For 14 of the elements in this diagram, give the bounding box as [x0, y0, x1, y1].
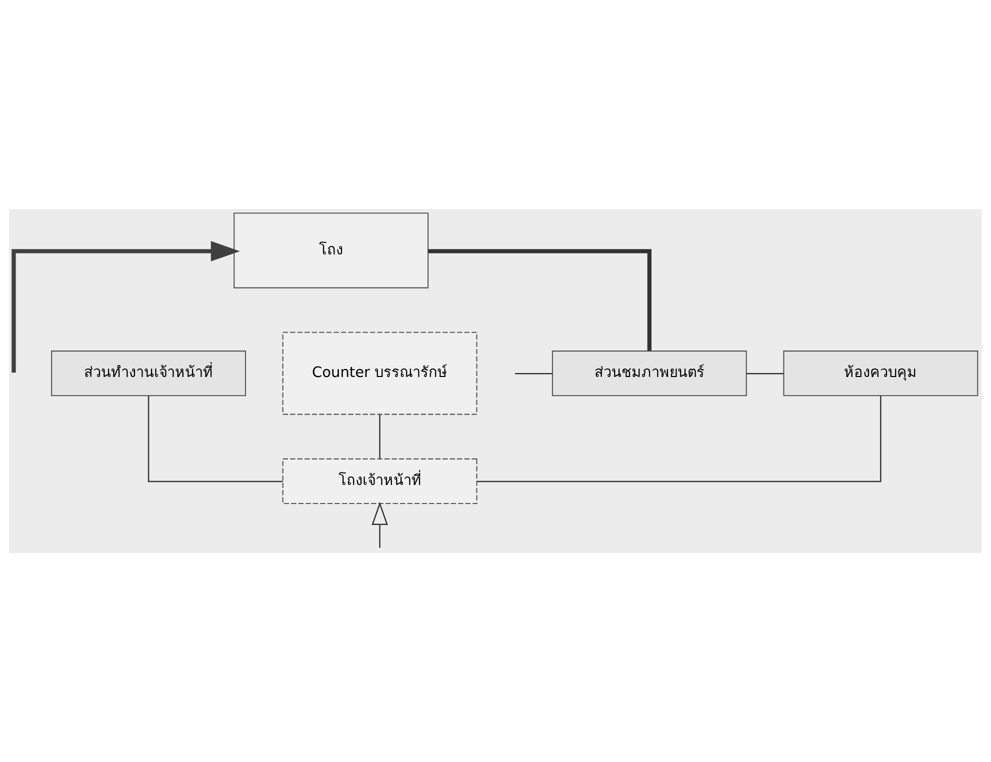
node-box: ห้องควบคุม — [783, 350, 978, 396]
connector — [379, 414, 380, 459]
node-box: ส่วนทำงานเจ้าหน้าที่ — [51, 350, 246, 396]
connector — [746, 372, 784, 374]
connector — [476, 396, 882, 482]
connector — [148, 396, 283, 482]
node-box: โถง — [234, 212, 429, 288]
arrow — [372, 502, 388, 548]
connector — [428, 249, 652, 351]
node-box: ส่วนชมภาพยนตร์ — [552, 350, 747, 396]
node-box: Counter บรรณารักษ์ — [282, 332, 478, 415]
arrow — [12, 241, 240, 373]
connector — [515, 372, 552, 374]
node-box: โถงเจ้าหน้าที่ — [282, 458, 478, 504]
